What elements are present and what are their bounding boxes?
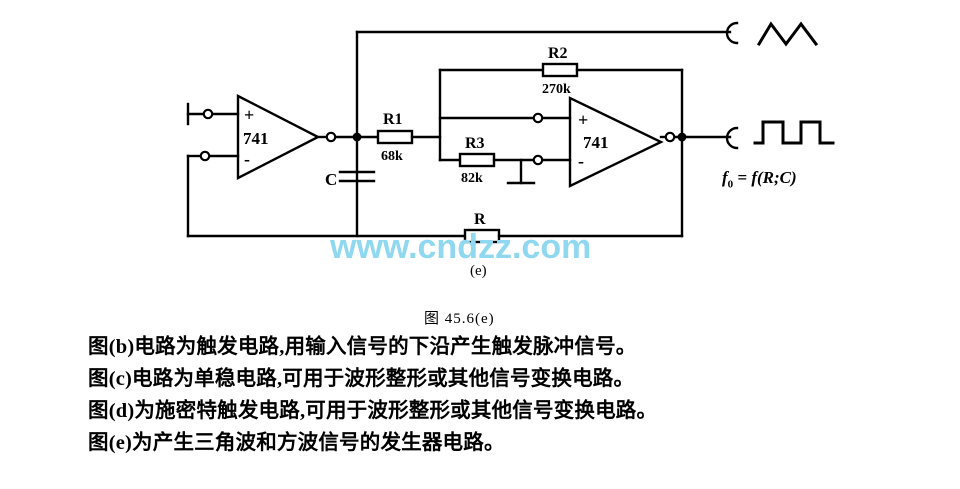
capacitor-c-label: C: [325, 170, 337, 189]
resistor-r-body: [463, 228, 501, 244]
pin-marker-u1-out: [325, 131, 337, 143]
formula-subscript: 0: [727, 178, 734, 191]
pin-marker-input-minus: [199, 150, 211, 162]
resistor-r3-label: R3: [465, 135, 485, 152]
formula-rest: = f(R;C): [737, 168, 797, 187]
opamp-u1-plus-label: +: [244, 105, 254, 125]
note-line: 图(c)电路为单稳电路,可用于波形整形或其他信号变换电路。: [88, 368, 635, 390]
junction-node-integrator: [352, 132, 362, 142]
note-line: 图(b)电路为触发电路,用输入信号的下沿产生触发脉冲信号。: [88, 336, 637, 358]
junction-node-output: [677, 132, 687, 142]
circuit-schematic: 741 + - 741 + - R1 68k R2 270k R3 82k R …: [186, 21, 835, 244]
opamp-u2-body: [568, 96, 664, 188]
frequency-formula: f0 = f(R;C): [722, 168, 797, 190]
resistor-r3-body: [458, 152, 496, 168]
pin-marker-input-plus: [202, 108, 214, 120]
opamp-u1-minus-label: -: [244, 149, 250, 169]
pin-marker-u2-plus: [532, 112, 544, 124]
resistor-r1-label: R1: [383, 111, 403, 128]
resistor-r-label: R: [474, 211, 486, 228]
square-output-socket: [725, 126, 739, 150]
pin-marker-u2-out: [664, 131, 676, 143]
note-line: 图(e)为产生三角波和方波信号的发生器电路。: [88, 432, 505, 454]
resistor-r2-label: R2: [548, 45, 568, 62]
note-line: 图(d)为施密特触发电路,可用于波形整形或其他信号变换电路。: [88, 400, 658, 422]
opamp-u1-body: [236, 94, 321, 180]
triangle-output-socket: [725, 21, 739, 45]
resistor-r2-body: [541, 62, 579, 78]
pin-markers: [199, 108, 676, 166]
resistor-r1-value: 68k: [381, 149, 403, 164]
opamp-u1-label: 741: [243, 129, 269, 148]
opamp-u2-label: 741: [583, 133, 609, 152]
junction-dots: [352, 132, 687, 142]
pin-marker-u2-minus: [532, 154, 544, 166]
resistor-r1-body: [376, 129, 414, 145]
opamp-u2-plus-label: +: [578, 110, 588, 130]
subfigure-label: (e): [470, 263, 487, 279]
notes-block: 图(b)电路为触发电路,用输入信号的下沿产生触发脉冲信号。 图(c)电路为单稳电…: [88, 331, 928, 459]
square-waveform-glyph: [753, 120, 835, 145]
triangle-waveform-glyph: [756, 21, 819, 47]
resistor-r3-value: 82k: [461, 171, 483, 186]
figure-caption: 图 45.6(e): [424, 311, 495, 327]
formula-f: f: [722, 168, 728, 187]
opamp-u2-minus-label: -: [578, 151, 584, 171]
resistor-r2-value: 270k: [542, 82, 571, 97]
